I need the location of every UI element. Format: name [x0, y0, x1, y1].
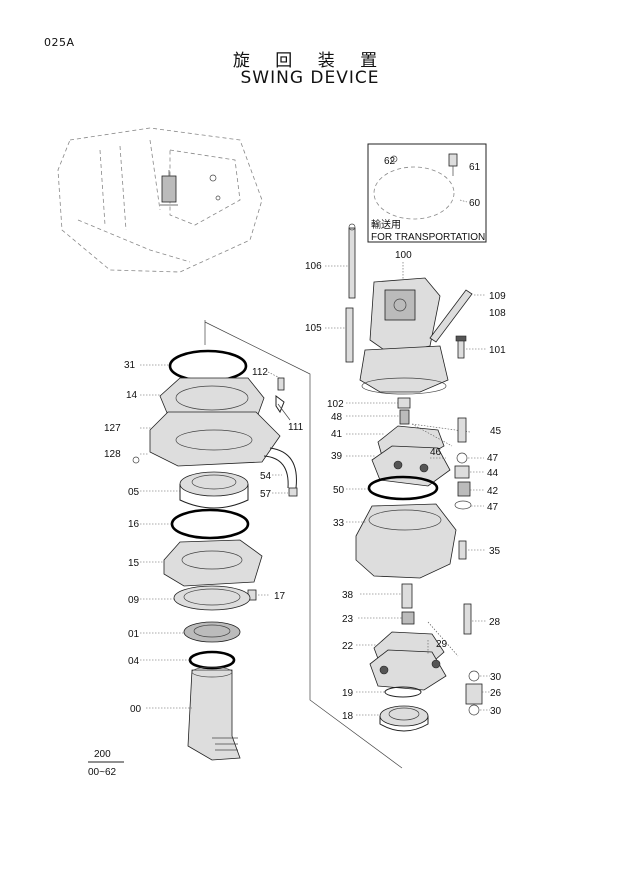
inset-note-jp: 輸送用 [371, 218, 401, 231]
callout-48: 48 [331, 412, 343, 423]
page-code: 025A [44, 36, 75, 49]
transportation-inset: 62 61 60 輸送用 FOR TRANSPORTATION [367, 143, 487, 243]
callout-35: 35 [489, 546, 501, 557]
callout-14: 14 [126, 390, 138, 401]
callout-41: 41 [331, 429, 343, 440]
callout-01: 01 [128, 629, 140, 640]
callout-105: 105 [305, 323, 322, 334]
callout-31: 31 [124, 360, 136, 371]
footer-reference: 200 00~62 [88, 749, 124, 778]
callout-44: 44 [487, 468, 499, 479]
callout-29: 29 [436, 639, 448, 650]
callout-05: 05 [128, 487, 140, 498]
callout-45: 45 [490, 426, 502, 437]
callout-18: 18 [342, 711, 354, 722]
callout-101: 101 [489, 345, 506, 356]
callout-26: 26 [490, 688, 502, 699]
callout-100: 100 [395, 250, 412, 261]
callout-57: 57 [260, 489, 272, 500]
callout-62: 62 [384, 156, 396, 167]
callout-04: 04 [128, 656, 140, 667]
callout-23: 23 [342, 614, 354, 625]
callout-111: 111 [288, 422, 304, 433]
callout-54: 54 [260, 471, 272, 482]
callout-106: 106 [305, 261, 322, 272]
reduction-assembly [132, 349, 298, 761]
callout-47-bottom: 47 [487, 502, 499, 513]
callout-30-top: 30 [490, 672, 502, 683]
callout-127: 127 [104, 423, 121, 434]
ref-bottom: 00~62 [88, 767, 117, 778]
callout-15: 15 [128, 558, 140, 569]
machine-location-sketch [57, 127, 263, 273]
callout-128: 128 [104, 449, 121, 460]
callout-33: 33 [333, 518, 345, 529]
callout-22: 22 [342, 641, 354, 652]
motor-assembly [325, 223, 490, 732]
callout-60: 60 [469, 198, 481, 209]
callout-46: 46 [430, 447, 442, 458]
callout-109: 109 [489, 291, 506, 302]
title-english: SWING DEVICE [240, 68, 380, 88]
callout-50: 50 [333, 485, 345, 496]
callout-30-bottom: 30 [490, 706, 502, 717]
callout-38: 38 [342, 590, 354, 601]
callout-47-top: 47 [487, 453, 499, 464]
callout-39: 39 [331, 451, 343, 462]
ref-top: 200 [94, 749, 111, 760]
callout-16: 16 [128, 519, 140, 530]
callout-labels: 100 106 109 108 105 101 31 112 14 102 48… [104, 250, 506, 722]
callout-42: 42 [487, 486, 499, 497]
callout-28: 28 [489, 617, 501, 628]
callout-19: 19 [342, 688, 354, 699]
callout-112: 112 [252, 367, 268, 378]
inset-note-en: FOR TRANSPORTATION [371, 232, 485, 243]
title-japanese: 旋 回 装 置 [232, 51, 388, 71]
callout-61: 61 [469, 162, 481, 173]
callout-00: 00 [130, 704, 142, 715]
callout-17: 17 [274, 591, 286, 602]
callout-102: 102 [327, 399, 344, 410]
callout-09: 09 [128, 595, 140, 606]
callout-108: 108 [489, 308, 506, 319]
